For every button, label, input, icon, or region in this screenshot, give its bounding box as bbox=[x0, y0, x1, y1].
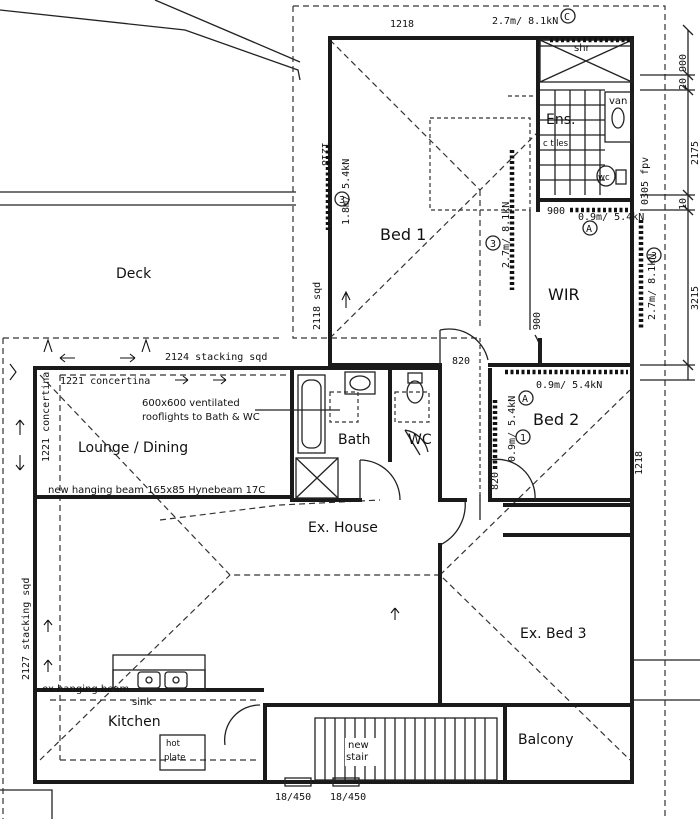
rooflights-note-line-1: 600x600 ventilated bbox=[142, 398, 240, 409]
dimension-2127: 2127 stacking sqd bbox=[21, 578, 32, 680]
fpv-label: 0305 fpv bbox=[640, 157, 651, 205]
room-label-balcony: Balcony bbox=[518, 732, 574, 748]
roof-hips bbox=[39, 39, 631, 761]
room-label-deck: Deck bbox=[116, 266, 152, 282]
room-label-bath: Bath bbox=[338, 432, 371, 448]
room-label-ensuite: Ens. bbox=[546, 112, 575, 128]
roof-outlines bbox=[2, 5, 666, 819]
hot-plate-label-1: hot bbox=[166, 739, 181, 749]
marker-1-bed2: 1 bbox=[520, 433, 526, 444]
new-hanging-beam-label: new hanging beam 165x85 Hynebeam 17C bbox=[48, 485, 265, 496]
right-dimension-900: 900 bbox=[678, 54, 689, 72]
beam-label-right: 2.7m/ 8.1kN bbox=[647, 254, 658, 320]
room-label-ex-bed-3: Ex. Bed 3 bbox=[520, 626, 587, 642]
beams bbox=[325, 37, 644, 470]
right-dimension-10: 10 bbox=[678, 198, 689, 210]
dimension-2124: 2124 stacking sqd bbox=[165, 352, 267, 363]
fixtures bbox=[112, 39, 633, 787]
marker-3-right: 3 bbox=[651, 251, 657, 262]
beam-label-bed2-top: 0.9m/ 5.4kN bbox=[536, 380, 602, 391]
room-label-wc: WC bbox=[408, 432, 432, 448]
right-dimension-line bbox=[640, 24, 695, 381]
room-label-bed-2: Bed 2 bbox=[533, 410, 579, 429]
room-label-lounge-dining: Lounge / Dining bbox=[78, 440, 188, 456]
beam-label-bed2-left: 0.9m/ 5.4kN bbox=[507, 396, 518, 462]
beam-label-wir: 2.7m/ 8.1kN bbox=[501, 202, 512, 268]
dimension-820-hall: 820 bbox=[452, 356, 470, 367]
ensuite-wc-label: wc bbox=[598, 173, 610, 183]
annotations: 1218 2.7m/ 8.1kN C shr van c tiles wc 12… bbox=[21, 12, 700, 803]
room-label-ex-house: Ex. House bbox=[308, 520, 378, 536]
beam-label-bed1: 1.8m/ 5.4kN bbox=[341, 159, 352, 225]
dimension-1218-bed2: 1218 bbox=[634, 451, 645, 475]
door-swings bbox=[223, 328, 542, 746]
markers bbox=[334, 8, 662, 445]
window-label-2: 18/450 bbox=[330, 792, 366, 803]
marker-a-bed2: A bbox=[522, 394, 528, 405]
shower-label: shr bbox=[574, 43, 591, 54]
marker-3-bed1: 3 bbox=[339, 195, 345, 206]
right-dimension-3215: 3215 bbox=[690, 286, 700, 310]
dimension-900-ensuite: 900 bbox=[547, 206, 565, 217]
marker-c: C bbox=[564, 12, 570, 23]
room-label-bed-1: Bed 1 bbox=[380, 225, 426, 244]
direction-arrows bbox=[9, 290, 400, 672]
dimension-1218-top: 1218 bbox=[390, 19, 414, 30]
tiles-label: c tiles bbox=[543, 139, 569, 149]
beam-label-ensuite: 0.9m/ 5.4kN bbox=[578, 212, 644, 223]
ex-hanging-beam-label: ex hanging beam bbox=[42, 684, 129, 695]
vanity-label: van bbox=[609, 96, 627, 107]
right-dimension-20: 20 bbox=[678, 78, 689, 90]
marker-3-wir: 3 bbox=[490, 239, 496, 250]
beam-label-top: 2.7m/ 8.1kN bbox=[492, 16, 558, 27]
rooflights-note-line-2: rooflights to Bath & WC bbox=[142, 412, 260, 423]
dimension-900-wir: 900 bbox=[532, 312, 543, 330]
sink-label: sink bbox=[132, 697, 152, 708]
right-dimension-2175: 2175 bbox=[690, 141, 700, 165]
room-label-kitchen: Kitchen bbox=[108, 714, 161, 730]
dimension-820-bed2: 820 bbox=[490, 472, 501, 490]
dimension-1221-horizontal: 1221 concertina bbox=[60, 376, 150, 387]
new-stair-label-2: stair bbox=[346, 752, 369, 763]
marker-a-ensuite: A bbox=[586, 224, 592, 235]
dimension-1218-bed1: 1218 bbox=[319, 142, 330, 166]
room-labels: Bed 1 Ens. WIR Deck Bed 2 Lounge / Dinin… bbox=[78, 112, 587, 748]
dimension-2118: 2118 sqd bbox=[312, 282, 323, 330]
window-label-1: 18/450 bbox=[275, 792, 311, 803]
room-label-wir: WIR bbox=[548, 285, 580, 304]
hot-plate-label-2: plate bbox=[164, 753, 186, 763]
new-stair-label-1: new bbox=[348, 740, 369, 751]
dimension-1221-vertical: 1221 concertina bbox=[41, 372, 52, 462]
